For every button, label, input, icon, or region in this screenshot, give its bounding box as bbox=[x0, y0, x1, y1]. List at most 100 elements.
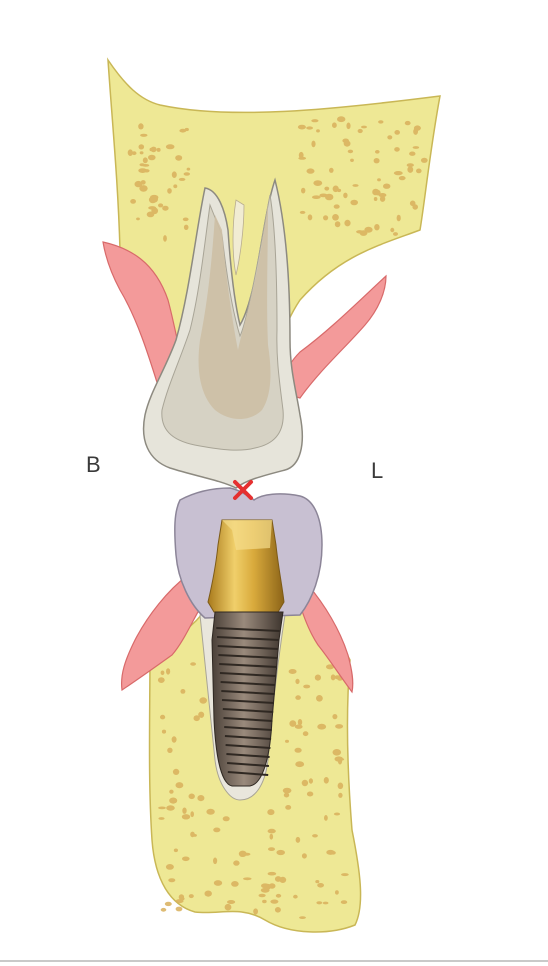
bone-pore bbox=[197, 795, 204, 801]
bone-pore bbox=[176, 907, 183, 912]
bone-pore bbox=[324, 815, 328, 821]
bone-pore bbox=[331, 851, 336, 855]
bone-pore bbox=[374, 197, 378, 201]
bone-pore bbox=[167, 748, 172, 753]
bone-pore bbox=[350, 159, 354, 162]
bone-pore bbox=[243, 877, 252, 880]
bone-pore bbox=[317, 724, 326, 730]
bone-pore bbox=[307, 792, 313, 797]
bone-pore bbox=[239, 851, 247, 857]
bone-pore bbox=[189, 794, 195, 800]
bone-pore bbox=[298, 719, 302, 725]
bone-pore bbox=[413, 146, 420, 149]
bone-pore bbox=[189, 894, 194, 898]
bone-pore bbox=[335, 724, 343, 729]
bone-pore bbox=[162, 206, 168, 211]
bone-pore bbox=[299, 916, 306, 919]
bone-pore bbox=[233, 860, 239, 865]
bone-pore bbox=[190, 811, 194, 817]
bone-pore bbox=[175, 155, 182, 161]
bone-pore bbox=[309, 778, 313, 783]
bone-pore bbox=[169, 790, 173, 794]
bone-pore bbox=[393, 232, 398, 236]
bone-pore bbox=[315, 880, 319, 883]
bone-pore bbox=[343, 193, 347, 199]
bone-pore bbox=[324, 187, 329, 191]
bone-pore bbox=[139, 185, 147, 192]
bone-pore bbox=[261, 888, 270, 893]
bone-pore bbox=[289, 669, 297, 674]
bone-pore bbox=[179, 178, 186, 181]
bone-pore bbox=[356, 230, 363, 233]
bone-pore bbox=[268, 847, 275, 851]
bone-pore bbox=[180, 689, 185, 694]
bone-pore bbox=[334, 204, 340, 208]
bone-pore bbox=[128, 149, 133, 156]
bone-pore bbox=[390, 228, 394, 232]
bone-pore bbox=[223, 816, 230, 821]
bone-pore bbox=[279, 877, 286, 883]
bone-pore bbox=[295, 748, 302, 753]
bone-pore bbox=[338, 793, 342, 798]
bone-pore bbox=[361, 126, 367, 129]
bone-pore bbox=[394, 130, 400, 135]
bone-pore bbox=[412, 204, 418, 209]
bone-pore bbox=[161, 908, 167, 912]
bone-pore bbox=[311, 119, 318, 122]
bone-pore bbox=[341, 873, 349, 876]
bone-pore bbox=[148, 155, 156, 161]
bone-pore bbox=[143, 157, 148, 163]
bone-pore bbox=[298, 125, 306, 130]
bone-pore bbox=[302, 853, 307, 858]
bone-pore bbox=[183, 218, 189, 222]
bone-pore bbox=[166, 864, 174, 870]
bone-pore bbox=[130, 199, 136, 204]
bone-pore bbox=[295, 725, 303, 729]
bone-pore bbox=[136, 218, 140, 221]
bone-pore bbox=[332, 714, 337, 719]
bone-pore bbox=[399, 176, 406, 180]
bone-pore bbox=[283, 788, 292, 794]
bone-pore bbox=[172, 171, 177, 178]
bone-pore bbox=[166, 144, 175, 149]
bone-pore bbox=[151, 208, 158, 215]
bone-pore bbox=[157, 148, 161, 152]
bone-pore bbox=[166, 805, 175, 810]
bone-pore bbox=[158, 203, 163, 207]
bone-pore bbox=[182, 808, 186, 814]
bone-pore bbox=[295, 761, 304, 767]
bone-pore bbox=[163, 235, 167, 242]
bone-pore bbox=[198, 712, 204, 718]
bone-pore bbox=[140, 151, 144, 154]
bone-pore bbox=[302, 780, 308, 786]
bone-pore bbox=[267, 809, 274, 815]
bone-pore bbox=[259, 894, 266, 897]
bone-pore bbox=[138, 168, 147, 173]
bone-pore bbox=[397, 215, 401, 222]
bone-pore bbox=[184, 225, 189, 230]
bone-pore bbox=[168, 878, 175, 882]
bone-pore bbox=[166, 668, 170, 674]
bone-pore bbox=[372, 189, 379, 196]
bone-pore bbox=[306, 126, 313, 129]
bone-pore bbox=[160, 715, 165, 720]
bone-pore bbox=[150, 195, 158, 200]
bone-pore bbox=[253, 908, 258, 914]
bone-pore bbox=[313, 180, 322, 186]
bone-pore bbox=[323, 902, 329, 905]
bone-pore bbox=[182, 857, 190, 862]
bone-pore bbox=[174, 849, 178, 853]
bone-pore bbox=[375, 150, 380, 154]
bone-pore bbox=[324, 777, 329, 784]
bone-pore bbox=[270, 900, 278, 904]
bone-pore bbox=[275, 907, 281, 913]
bone-pore bbox=[332, 122, 337, 128]
bone-pore bbox=[394, 171, 403, 175]
bone-pore bbox=[387, 135, 392, 139]
bone-pore bbox=[316, 901, 322, 904]
buccal-label: B bbox=[86, 452, 101, 478]
bone-pore bbox=[199, 697, 207, 703]
bone-pore bbox=[312, 834, 318, 837]
bone-pore bbox=[407, 163, 414, 167]
bone-pore bbox=[335, 221, 341, 227]
